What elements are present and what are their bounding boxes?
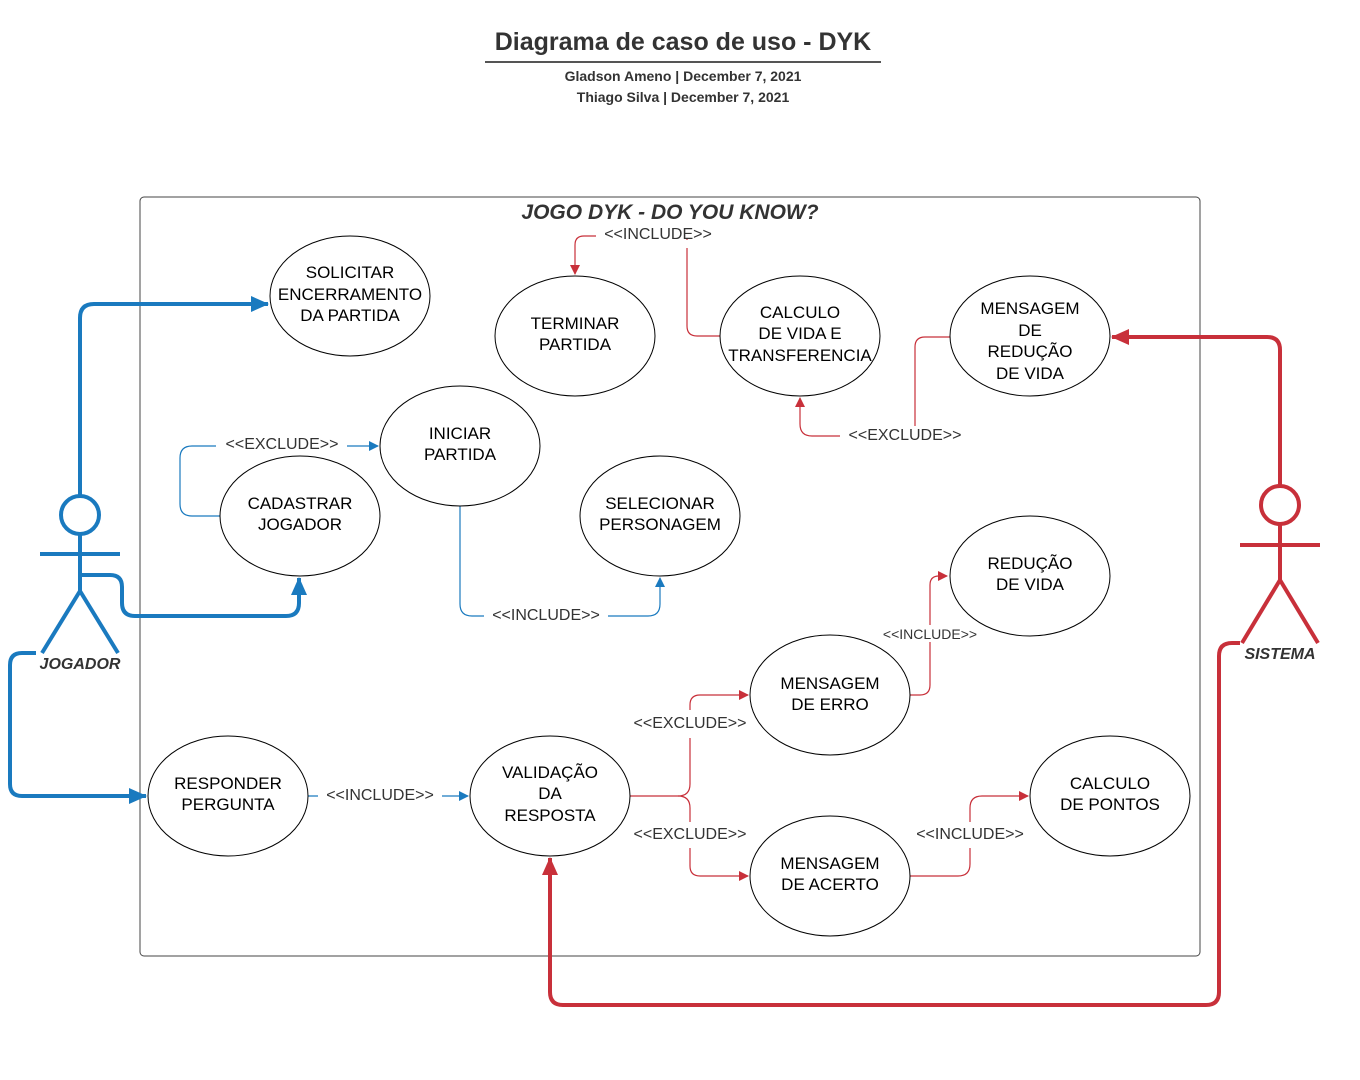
jogador-responder-association	[8, 651, 147, 804]
svg-text:REDUÇÃO: REDUÇÃO	[987, 342, 1072, 361]
author-line-1: Gladson Ameno | December 7, 2021	[564, 68, 802, 84]
svg-text:TERMINAR: TERMINAR	[531, 314, 620, 333]
actor-jogador[interactable]: JOGADOR	[40, 494, 121, 673]
include-responder-validacao-label: <<INCLUDE>>	[326, 787, 434, 804]
include-erro-reducao-label: <<INCLUDE>>	[883, 626, 977, 642]
exclude-validacao-acerto-label: <<EXCLUDE>>	[634, 826, 747, 843]
include-calculo-terminar-label: <<INCLUDE>>	[604, 226, 712, 243]
use-case-mensagem-erro[interactable]: MENSAGEM DE ERRO	[749, 634, 911, 756]
svg-text:DA: DA	[538, 784, 562, 803]
svg-text:SOLICITAR: SOLICITAR	[306, 263, 394, 282]
svg-text:DE VIDA E: DE VIDA E	[758, 324, 841, 343]
svg-text:RESPONDER: RESPONDER	[174, 774, 282, 793]
svg-text:CALCULO: CALCULO	[760, 303, 840, 322]
jogador-cadastrar-association	[80, 573, 307, 618]
exclude-validacao-erro-label: <<EXCLUDE>>	[634, 715, 747, 732]
use-case-iniciar-partida[interactable]: INICIAR PARTIDA	[379, 385, 541, 507]
svg-text:MENSAGEM: MENSAGEM	[780, 854, 879, 873]
use-case-solicitar-encerramento[interactable]: SOLICITAR ENCERRAMENTO DA PARTIDA	[269, 235, 431, 357]
use-case-reducao-vida[interactable]: REDUÇÃO DE VIDA	[949, 515, 1111, 637]
use-case-mensagem-reducao-vida[interactable]: MENSAGEM DE REDUÇÃO DE VIDA	[949, 275, 1111, 397]
use-case-terminar-partida[interactable]: TERMINAR PARTIDA	[494, 275, 656, 397]
svg-text:REDUÇÃO: REDUÇÃO	[987, 554, 1072, 573]
include-calculo-terminar-connector	[575, 235, 720, 337]
actor-sistema-head	[1259, 484, 1301, 526]
exclude-cadastrar-iniciar-label: <<EXCLUDE>>	[226, 436, 339, 453]
svg-text:INICIAR: INICIAR	[429, 424, 491, 443]
actor-jogador-head	[59, 494, 101, 536]
svg-text:PERSONAGEM: PERSONAGEM	[599, 515, 721, 534]
svg-text:PARTIDA: PARTIDA	[424, 445, 497, 464]
actor-jogador-label: JOGADOR	[40, 656, 121, 673]
svg-text:DE ERRO: DE ERRO	[791, 695, 868, 714]
svg-text:DE PONTOS: DE PONTOS	[1060, 795, 1160, 814]
svg-text:DE VIDA: DE VIDA	[996, 364, 1065, 383]
svg-text:MENSAGEM: MENSAGEM	[980, 299, 1079, 318]
include-acerto-pontos-connector	[910, 796, 1028, 877]
svg-text:VALIDAÇÃO: VALIDAÇÃO	[502, 763, 598, 782]
svg-text:CALCULO: CALCULO	[1070, 774, 1150, 793]
svg-text:DA PARTIDA: DA PARTIDA	[300, 306, 400, 325]
svg-text:DE ACERTO: DE ACERTO	[781, 875, 879, 894]
svg-text:SELECIONAR: SELECIONAR	[605, 494, 715, 513]
include-iniciar-selecionar-connector	[459, 505, 660, 617]
use-case-cadastrar-jogador[interactable]: CADASTRAR JOGADOR	[219, 455, 381, 577]
use-case-calculo-vida[interactable]: CALCULO DE VIDA E TRANSFERENCIA	[719, 275, 881, 397]
svg-text:RESPOSTA: RESPOSTA	[504, 806, 596, 825]
exclude-validacao-acerto-connector	[677, 795, 748, 876]
diagram-title: Diagrama de caso de uso - DYK	[485, 28, 881, 63]
jogador-solicitar-association	[78, 296, 269, 495]
diagram-header: Diagrama de caso de uso - DYK Gladson Am…	[430, 28, 936, 108]
actor-sistema[interactable]: SISTEMA	[1240, 484, 1320, 663]
include-erro-reducao-connector	[910, 576, 947, 696]
svg-text:JOGADOR: JOGADOR	[258, 515, 342, 534]
svg-text:ENCERRAMENTO: ENCERRAMENTO	[278, 285, 422, 304]
use-case-responder-pergunta[interactable]: RESPONDER PERGUNTA	[147, 735, 309, 857]
include-iniciar-selecionar-label: <<INCLUDE>>	[492, 607, 600, 624]
svg-text:PARTIDA: PARTIDA	[539, 335, 612, 354]
use-case-selecionar-personagem[interactable]: SELECIONAR PERSONAGEM	[579, 455, 741, 577]
include-acerto-pontos-label: <<INCLUDE>>	[916, 826, 1024, 843]
exclude-reducao-calculo-label: <<EXCLUDE>>	[849, 427, 962, 444]
svg-text:TRANSFERENCIA: TRANSFERENCIA	[728, 346, 872, 365]
use-case-mensagem-acerto[interactable]: MENSAGEM DE ACERTO	[749, 815, 911, 937]
use-case-calculo-pontos[interactable]: CALCULO DE PONTOS	[1029, 735, 1191, 857]
use-case-validacao-resposta[interactable]: VALIDAÇÃO DA RESPOSTA	[469, 735, 631, 857]
system-title: JOGO DYK - DO YOU KNOW?	[521, 201, 818, 224]
exclude-validacao-erro-connector	[630, 695, 748, 797]
sistema-validacao-association	[542, 641, 1240, 1007]
svg-text:MENSAGEM: MENSAGEM	[780, 674, 879, 693]
exclude-reducao-calculo-connector	[800, 336, 950, 437]
svg-text:PERGUNTA: PERGUNTA	[181, 795, 275, 814]
system-boundary	[139, 196, 1201, 957]
svg-text:CADASTRAR: CADASTRAR	[248, 494, 353, 513]
svg-text:DE VIDA: DE VIDA	[996, 575, 1065, 594]
exclude-cadastrar-iniciar-connector-a	[179, 445, 220, 517]
author-line-2: Thiago Silva | December 7, 2021	[576, 89, 790, 105]
actor-sistema-label: SISTEMA	[1244, 646, 1315, 663]
sistema-mensagem-reducao-association	[1111, 329, 1282, 485]
svg-text:DE: DE	[1018, 321, 1042, 340]
